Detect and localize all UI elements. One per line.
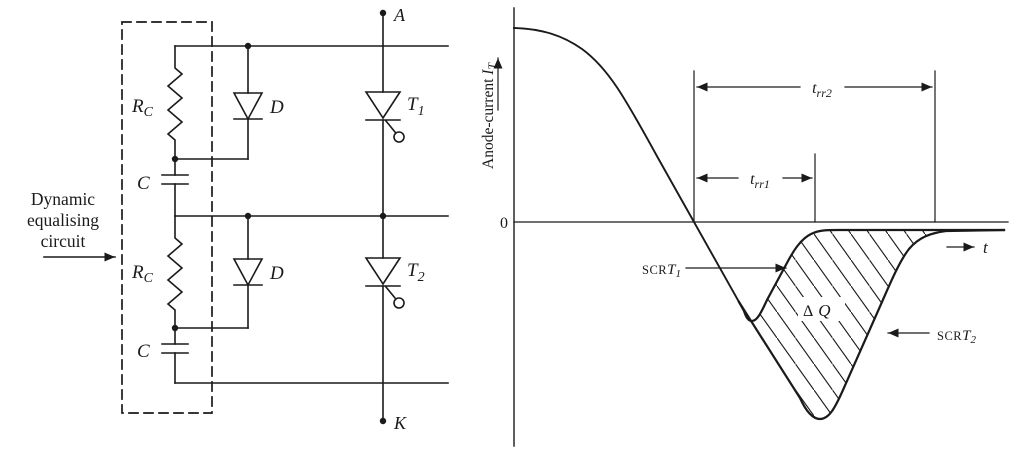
trr2-label: trr2 bbox=[812, 80, 832, 100]
resistor-rc-bottom-label: RC bbox=[131, 262, 154, 286]
thyristor-t2-gate-terminal bbox=[393, 297, 405, 309]
terminal-a-label: A bbox=[393, 5, 406, 25]
terminal-k-label: K bbox=[393, 413, 407, 433]
thyristor-t1-symbol bbox=[364, 91, 402, 120]
dashed-boundary-box bbox=[121, 21, 213, 414]
callout-line-3: circuit bbox=[41, 231, 86, 251]
node-dot bbox=[379, 212, 387, 220]
origin-label: 0 bbox=[500, 215, 508, 232]
thyristor-t1-label: T1 bbox=[407, 94, 425, 119]
dimension-arrows bbox=[685, 82, 975, 338]
circuit-labels: Dynamic equalising circuit A K RC C D T1… bbox=[27, 5, 425, 433]
trr1-label: trr1 bbox=[750, 171, 770, 191]
y-axis-label: Anode-current IT bbox=[480, 62, 499, 169]
capacitor-top-label: C bbox=[137, 173, 150, 194]
thyristor-t2-gate-lead bbox=[384, 285, 397, 300]
callout-line-2: equalising bbox=[27, 210, 99, 230]
resistor-rc-bottom bbox=[166, 215, 184, 329]
anode-current-fall-curve bbox=[513, 27, 741, 304]
node-dot bbox=[171, 324, 179, 332]
node-dot bbox=[244, 212, 252, 220]
scr-t2-label: SCRT2 bbox=[937, 328, 976, 346]
junction-dots bbox=[171, 9, 387, 425]
terminal-k-dot bbox=[379, 417, 387, 425]
node-dot bbox=[171, 155, 179, 163]
scr-t1-label: SCRT1 bbox=[642, 262, 681, 280]
diode-top-symbol bbox=[232, 92, 264, 121]
thyristor-t2-label: T2 bbox=[407, 260, 425, 285]
diode-bottom-label: D bbox=[269, 263, 284, 284]
equalising-circuit-diagram bbox=[43, 9, 449, 425]
graph-labels: Anode-current IT 0 t trr2 trr1 SCRT1 SCR… bbox=[480, 62, 989, 346]
time-axis-label: t bbox=[983, 238, 989, 257]
scr-t1-recovery-curve bbox=[737, 228, 1006, 323]
callout-line-1: Dynamic bbox=[31, 189, 95, 209]
delta-q-hatched-area bbox=[744, 230, 946, 419]
recovery-waveform-graph bbox=[493, 7, 1009, 447]
resistor-rc-top-label: RC bbox=[131, 96, 154, 120]
scr-t2-recovery-curve bbox=[737, 228, 1006, 421]
capacitor-bottom-label: C bbox=[137, 341, 150, 362]
thyristor-t1-gate-terminal bbox=[393, 131, 405, 143]
diode-top-label: D bbox=[269, 97, 284, 118]
diode-bottom-symbol bbox=[232, 258, 264, 287]
terminal-a-dot bbox=[379, 9, 387, 17]
node-dot bbox=[244, 42, 252, 50]
thyristor-t2-symbol bbox=[364, 257, 402, 286]
resistor-rc-top bbox=[166, 45, 184, 160]
delta-q-label-backdrop bbox=[798, 297, 845, 321]
thyristor-t1-gate-lead bbox=[384, 119, 397, 134]
